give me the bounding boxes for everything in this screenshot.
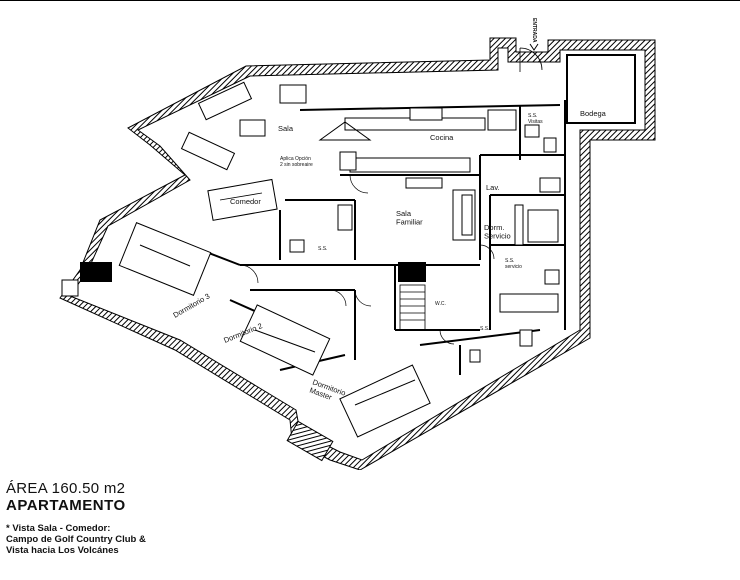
view-note: * Vista Sala - Comedor: Campo de Golf Co… — [6, 523, 146, 556]
bodega-room: Bodega — [566, 54, 636, 124]
dorm-servicio-label: Dorm.Servicio — [484, 223, 511, 241]
bath-fixtures — [289, 204, 533, 363]
plan-info: ÁREA 160.50 m2 APARTAMENTO * Vista Sala … — [6, 480, 306, 556]
ss-servicio — [499, 269, 560, 313]
column-block — [398, 262, 426, 282]
lav-label: Lav. — [486, 183, 500, 192]
top-border-line — [0, 0, 740, 1]
dorm-servicio — [514, 204, 559, 246]
ss-master-label: S.S. — [480, 326, 489, 332]
ss-small-label: S.S. — [318, 246, 327, 252]
dormitorio-2-furniture — [239, 304, 331, 376]
wc-label: W.C. — [435, 301, 446, 307]
entrance: ENTRADA — [519, 18, 543, 72]
entrada-label: ENTRADA — [531, 18, 537, 43]
dormitorio-3-furniture — [118, 222, 212, 296]
kitchen — [318, 107, 517, 173]
ss-visitas-label: S.S.Visitas — [528, 113, 543, 125]
ss-visitas — [524, 124, 557, 153]
lavanderia — [405, 177, 561, 193]
area-text: ÁREA 160.50 m2 — [6, 480, 126, 497]
balcony-hatch — [286, 420, 334, 462]
comedor-label: Comedor — [230, 197, 261, 206]
door-swings — [239, 174, 495, 345]
sala-familiar-furniture — [452, 189, 476, 241]
cocina-label: Cocina — [430, 133, 454, 142]
apartment-title: APARTAMENTO — [6, 497, 126, 514]
dormitorio-master-furniture — [339, 364, 431, 438]
floor-plan: Bodega ENTRADA — [59, 18, 656, 470]
bodega-label: Bodega — [580, 109, 607, 118]
sala-label: Sala — [278, 124, 294, 133]
sala-furniture — [180, 81, 307, 221]
column-block-west — [80, 262, 112, 282]
closet-hatch — [399, 284, 426, 331]
ss-servicio-label: S.S.servicio — [505, 258, 522, 270]
balcony-post — [61, 279, 79, 297]
